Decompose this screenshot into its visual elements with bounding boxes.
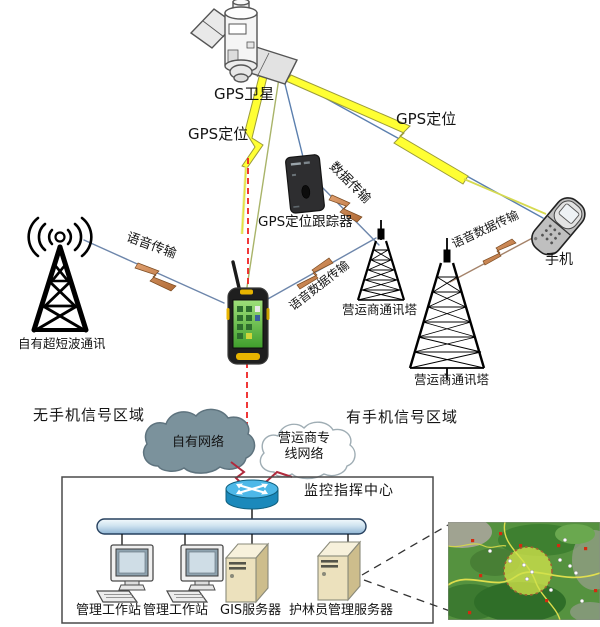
line-satellite-tracker: [282, 75, 304, 158]
workstation-icon-1: [96, 544, 154, 603]
voice-bolt-icon: [134, 262, 177, 292]
phone-label: 手机: [545, 252, 573, 268]
gis-map-image: [448, 522, 600, 620]
voice-data-bolt-left-icon: [296, 257, 334, 290]
bus-drop-lines: [121, 534, 349, 548]
own-network-cloud: [142, 408, 256, 474]
gps-bolt-left-tail2: [241, 166, 247, 235]
radio-tower-icon: [27, 216, 93, 333]
radio-tower-label: 自有超短波通讯: [18, 336, 106, 351]
satellite-icon: [189, 0, 298, 85]
cell-tower-large-icon: [408, 238, 486, 380]
router-icon: [225, 479, 279, 520]
satellite-label: GPS卫星: [214, 85, 275, 103]
workstation-icon-2: [166, 544, 224, 603]
workstation-label-1: 管理工作站: [76, 603, 142, 618]
ethernet-bus: [96, 518, 367, 535]
gps-bolt-right-icon: [285, 74, 469, 185]
flip-phone-icon: [531, 197, 586, 256]
ranger-server-label: 护林员管理服务器: [289, 603, 394, 618]
cell-tower-large-label: 营运商通讯塔: [414, 372, 490, 387]
carrier-cloud-label: 营运商专 线网络: [277, 431, 330, 462]
ranger-server-icon: [317, 541, 361, 601]
own-cloud-label: 自有网络: [171, 435, 224, 450]
command-center-box: [61, 476, 434, 624]
cell-tower-small-label: 营运商通讯塔: [342, 302, 418, 317]
comm-bolts: [134, 194, 517, 292]
gps-link-right-label: GPS定位: [396, 110, 457, 128]
voice-data-bolt-right-icon: [482, 238, 517, 266]
has-signal-zone-label: 有手机信号区域: [346, 408, 459, 426]
gps-link-left-label: GPS定位: [188, 125, 249, 143]
gps-bolt-right-tail: [463, 178, 547, 215]
workstation-label-2: 管理工作站: [143, 603, 209, 618]
gps-bolt-left-icon: [241, 72, 268, 169]
data-bolt-icon: [328, 194, 363, 223]
handheld-device-icon: [226, 260, 270, 365]
map-pointer-lines: [361, 524, 451, 612]
tracker-label: GPS定位跟踪器: [258, 214, 353, 230]
carrier-network-cloud: [259, 421, 356, 480]
no-signal-zone-label: 无手机信号区域: [33, 406, 146, 424]
command-center-label: 监控指挥中心: [304, 483, 394, 499]
gps-bolts: [240, 72, 547, 235]
cell-tower-small-icon: [356, 220, 406, 301]
line-satellite-handheld: [246, 77, 280, 288]
gps-tracker-icon: [285, 154, 325, 214]
gis-server-label: GIS服务器: [220, 603, 282, 618]
gis-server-icon: [225, 543, 269, 603]
